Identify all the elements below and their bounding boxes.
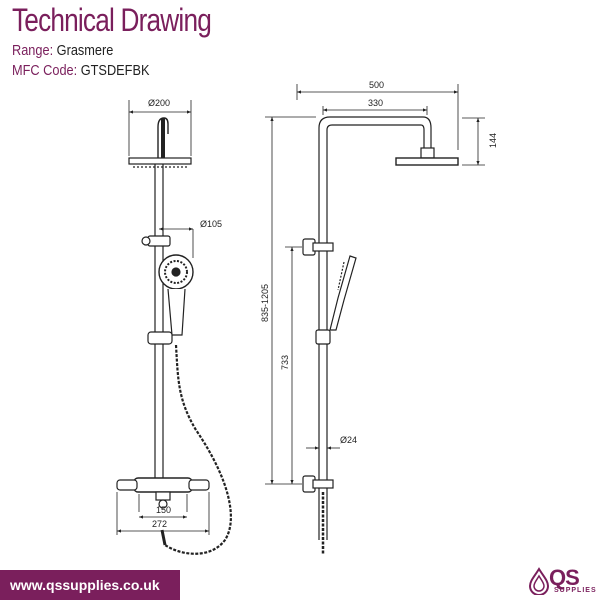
range-line: Range: Grasmere: [12, 42, 113, 59]
range-value: Grasmere: [56, 42, 114, 59]
mfc-code-line: MFC Code: GTSDEFBK: [12, 62, 149, 79]
dim-arm-projection: 330: [368, 98, 383, 108]
dim-total-projection: 500: [369, 80, 384, 90]
dim-head-diameter: Ø200: [148, 98, 170, 108]
dim-valve-centres: 150: [156, 505, 171, 515]
technical-drawing: Ø200 Ø105 150 272: [116, 80, 498, 555]
logo-subtext: SUPPLIES: [554, 587, 597, 594]
dim-head-drop: 144: [488, 133, 498, 148]
front-dimensions: [116, 100, 210, 535]
side-view: [302, 116, 459, 555]
logo-text: QS: [549, 565, 580, 590]
range-label: Range:: [12, 42, 54, 59]
dim-rail-height: 733: [280, 355, 290, 370]
mfc-label: MFC Code:: [12, 62, 78, 79]
mfc-value: GTSDEFBK: [80, 62, 150, 79]
dim-height-range: 835-1205: [260, 284, 270, 322]
qs-supplies-logo: QS SUPPLIES: [527, 565, 597, 598]
website-banner[interactable]: www.qssupplies.co.uk: [0, 570, 180, 600]
water-drop-icon: [528, 567, 550, 595]
front-view: [116, 117, 232, 555]
dim-valve-width: 272: [152, 519, 167, 529]
dim-pipe-diameter: Ø24: [340, 435, 357, 445]
dim-handset-diameter: Ø105: [200, 219, 222, 229]
website-link[interactable]: www.qssupplies.co.uk: [10, 577, 160, 593]
page-title: Technical Drawing: [12, 2, 212, 38]
side-dimensions: [265, 84, 485, 485]
